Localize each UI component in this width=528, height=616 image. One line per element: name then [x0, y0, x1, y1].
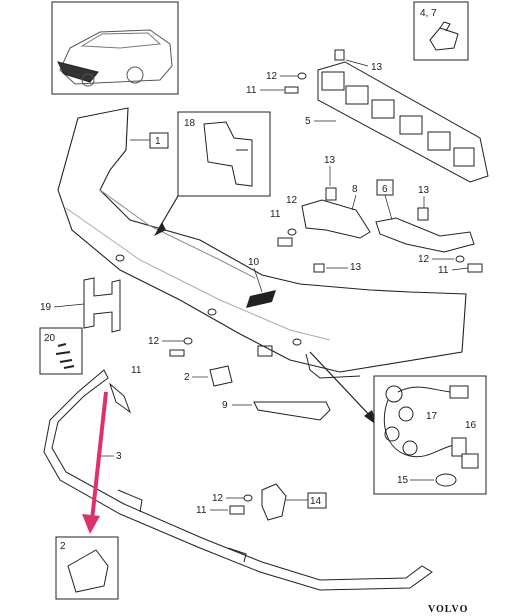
callout-2-mid: 2: [184, 372, 190, 383]
callout-3: 3: [116, 451, 122, 462]
callout-12-top: 12: [266, 71, 278, 82]
callout-17: 17: [426, 411, 438, 422]
reflector-strip: [253, 401, 331, 421]
detail-box-18: 18: [177, 111, 271, 197]
callout-12-mid: 12: [148, 336, 160, 347]
callout-2-box: 2: [60, 541, 66, 552]
callout-11-bottom: 11: [196, 505, 207, 516]
highlight-arrow: [82, 391, 108, 534]
callout-4-7: 4, 7: [420, 8, 437, 19]
callout-15: 15: [397, 475, 409, 486]
callout-12-right: 12: [418, 254, 430, 265]
callout-6: 6: [382, 184, 388, 195]
sensor-box: [373, 375, 487, 495]
detail-box-2: 2: [55, 536, 119, 600]
callout-20: 20: [44, 333, 56, 344]
callout-5: 5: [305, 116, 311, 127]
bracket-14: [261, 483, 287, 521]
impact-absorber: [317, 49, 489, 183]
callout-13-right: 13: [418, 185, 430, 196]
part-19: [83, 277, 121, 333]
callout-14: 14: [310, 496, 322, 507]
callout-13-lower: 13: [350, 262, 362, 273]
volvo-logo: VOLVO: [428, 604, 468, 615]
callout-12-bottom: 12: [212, 493, 224, 504]
callout-13-top: 13: [371, 62, 383, 73]
vehicle-thumbnail: [51, 1, 179, 95]
bracket-8: [301, 187, 371, 239]
callout-19: 19: [40, 302, 52, 313]
callout-8: 8: [352, 184, 358, 195]
callout-12-left: 12: [286, 195, 298, 206]
bumper-cover: [57, 107, 467, 379]
clip-detail-box: 4, 7: [413, 1, 469, 61]
callout-10: 10: [248, 257, 260, 268]
callout-11-top: 11: [246, 85, 257, 96]
callout-1: 1: [155, 136, 161, 147]
towing-eye-cover: [209, 365, 233, 387]
callout-11-right: 11: [438, 265, 449, 276]
callout-9: 9: [222, 400, 228, 411]
detail-box-20: 20: [39, 327, 83, 375]
callout-11-left: 11: [270, 209, 281, 220]
callout-11-mid: 11: [131, 365, 142, 376]
lower-spoiler: [43, 369, 433, 591]
callout-16: 16: [465, 420, 477, 431]
callout-18: 18: [184, 118, 196, 129]
bracket-6: [375, 207, 475, 253]
callout-13-mid: 13: [324, 155, 336, 166]
